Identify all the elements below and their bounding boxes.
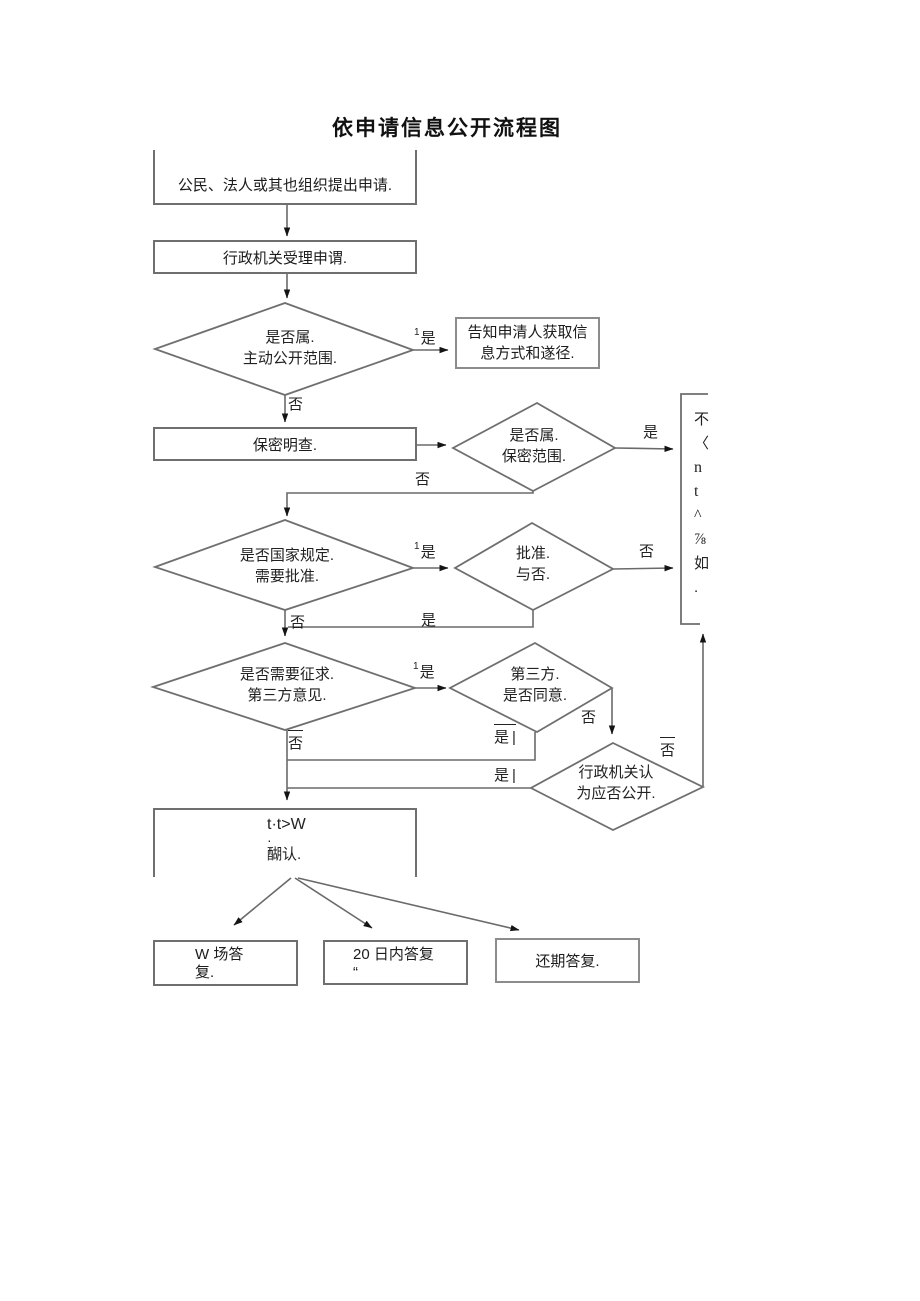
- label-secret-yes: 是: [643, 424, 659, 441]
- diamond-approved: [453, 521, 615, 612]
- node-apply-box: 公民、法人或其也组织提出申请.: [153, 150, 417, 205]
- edge-fan-delay: [297, 877, 520, 932]
- label-approvalneeded-yes: 1是: [414, 541, 436, 561]
- edge-approved-yes-return: [288, 610, 534, 628]
- node-approved-text: 批准. 与否.: [515, 545, 551, 583]
- label-thirdagree-no: 否: [581, 709, 597, 726]
- node-accept-label: 行政机关受理申谓.: [222, 249, 348, 267]
- node-reply-onsite-box: W 场答 复.: [153, 940, 298, 986]
- node-admin-decide-text: 行政机关认 为应否公开.: [576, 764, 656, 802]
- edge-approved-tallbox: [612, 564, 674, 572]
- node-confirm-text: t·t>W · 醐认.: [267, 816, 306, 863]
- edge-thirdagree-yes-return: [287, 732, 536, 761]
- diamond-secret-scope: [451, 401, 617, 493]
- node-apply-label: 公民、法人或其也组织提出申请.: [177, 177, 393, 194]
- node-reply-delay-box: 还期答复.: [495, 938, 640, 983]
- diamond-third-agree: [448, 641, 614, 734]
- label-thirdparty-yes: 1是: [413, 661, 435, 681]
- edge-secret-tallbox: [614, 445, 674, 453]
- edge-fan-20days: [294, 877, 373, 929]
- label-active-yes: 1是: [414, 327, 436, 347]
- diamond-admin-decide: [529, 741, 706, 832]
- label-approvalneeded-no: 否: [290, 614, 306, 631]
- edge-fan-onsite: [233, 877, 292, 926]
- node-confirm-box: t·t>W · 醐认.: [153, 808, 417, 877]
- node-inform-box: 告知申清人获取信 息方式和遂径.: [455, 317, 600, 369]
- diamond-thirdparty: [150, 642, 418, 731]
- node-review-box: 保密明查.: [153, 427, 417, 461]
- node-secret-scope-text: 是否属. 保密范围.: [501, 427, 567, 465]
- node-inform-line1: 告知申清人获取信: [467, 324, 588, 341]
- label-thirdagree-yes: 是|: [494, 724, 516, 747]
- diamond-approval-needed: [152, 519, 416, 611]
- label-admin-no: 否: [660, 737, 676, 760]
- label-approved-no: 否: [639, 543, 655, 560]
- label-approved-yes: 是: [421, 612, 437, 629]
- label-active-no: 否: [288, 396, 304, 413]
- node-third-agree-text: 第三方. 是否同意.: [502, 666, 568, 704]
- diamond-active-scope: [152, 302, 416, 396]
- node-review-label: 保密明查.: [252, 436, 318, 454]
- label-secret-no: 否: [415, 471, 431, 488]
- label-admin-yes: 是|: [494, 767, 516, 784]
- page-title: 依申请信息公开流程图: [332, 117, 562, 140]
- edge-secret-no: [283, 491, 534, 517]
- node-approval-needed-text: 是否国家规定. 需要批准.: [239, 547, 335, 585]
- node-accept-box: 行政机关受理申谓.: [153, 240, 417, 274]
- node-inform-line2: 息方式和遂径.: [480, 345, 575, 362]
- node-active-scope-text: 是否属. 主动公开范围.: [242, 329, 338, 367]
- label-thirdparty-no: 否: [288, 730, 304, 753]
- node-thirdparty-text: 是否需要征求. 第三方意见.: [239, 666, 335, 704]
- node-reply-20days-box: 20 日内答复 “: [323, 940, 468, 985]
- node-tallbox-text: 不 〈 n t ^ ⅞ 如 .: [694, 411, 710, 596]
- tall-box-outline: [680, 393, 708, 625]
